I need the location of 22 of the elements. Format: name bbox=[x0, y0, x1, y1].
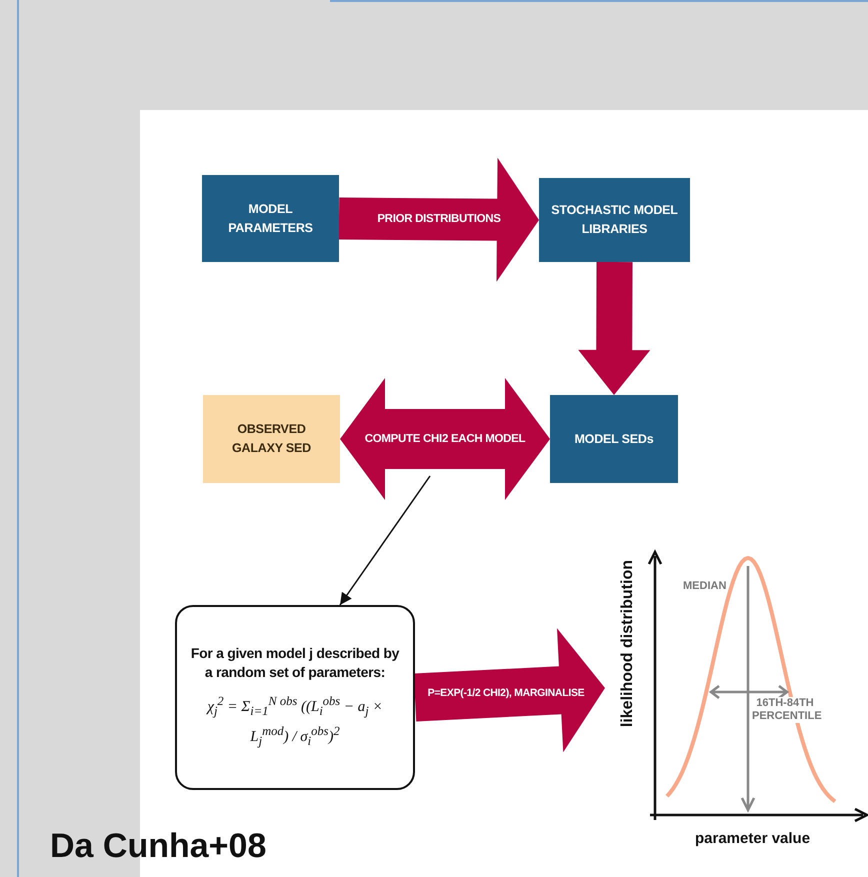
axis-title: likelihood distribution bbox=[618, 560, 637, 728]
block-arrow bbox=[414, 628, 605, 752]
box-title: STOCHASTIC MODEL LIBRARIES bbox=[550, 202, 679, 238]
edge-label: P=EXP(-1/2 CHI2), MARGINALISE bbox=[428, 686, 584, 699]
formula-box bbox=[175, 605, 415, 790]
axis-title: parameter value bbox=[695, 830, 810, 848]
box-title: MODEL PARAMETERS bbox=[227, 200, 314, 236]
edge-label: COMPUTE CHI2 EACH MODEL bbox=[364, 433, 526, 445]
box-title: OBSERVED GALAXY SED bbox=[230, 421, 312, 457]
block-arrow bbox=[340, 378, 550, 500]
description-text: For a given model j described by a random set of parameters: bbox=[190, 644, 400, 682]
process-box bbox=[539, 178, 690, 262]
box-title: MODEL SEDs bbox=[574, 430, 654, 448]
process-box bbox=[202, 175, 339, 262]
formula-text: χ$_{j}$$^{2}$ = Σ$_{i=1}$$^{N obs}$ ((L$_{i}$$^{obs}$ − a$_{j}$ × L$_{j}$$^{mod}$) / σ$_{i}$$^{obs}$)$^{2}$ bbox=[205, 693, 384, 750]
citation: Da Cunha+08 bbox=[50, 826, 266, 867]
block-arrow bbox=[338, 158, 539, 282]
process-box bbox=[203, 395, 340, 483]
block-arrow bbox=[578, 262, 650, 395]
arrow bbox=[339, 476, 431, 606]
edge-label: PRIOR DISTRIBUTIONS bbox=[377, 213, 501, 226]
process-box bbox=[550, 395, 678, 483]
